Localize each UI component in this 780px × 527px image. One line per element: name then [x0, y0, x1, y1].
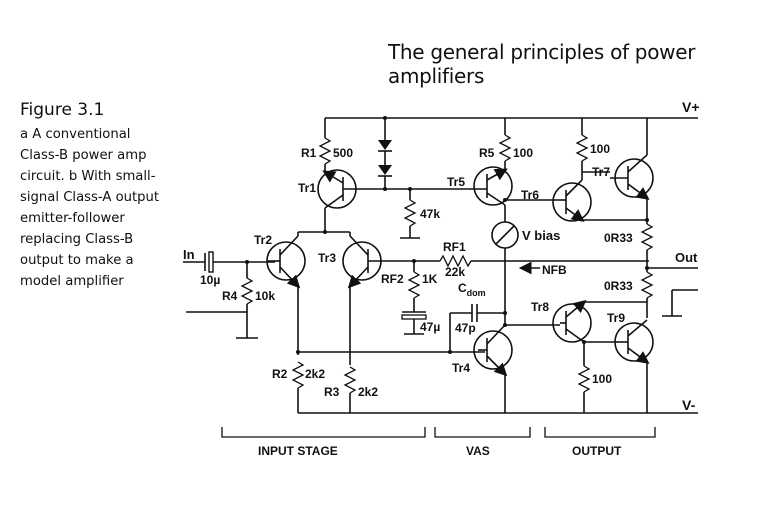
caption-line: replacing Class-B [20, 232, 134, 247]
tr8-transistor: Tr8 [503, 299, 647, 366]
r4-label: R4 [222, 289, 238, 303]
rf2-label: RF2 [381, 272, 404, 286]
c47p-value: 47p [455, 321, 476, 335]
figure-title: Figure 3.1 [20, 100, 105, 120]
diode-string [378, 116, 392, 191]
cin-value: 10µ [200, 273, 220, 287]
vplus-label: V+ [682, 99, 700, 115]
r100a-value: 100 [590, 142, 610, 156]
cdom-label: Cdom [458, 281, 486, 298]
tr6-transistor: Tr6 [503, 172, 592, 222]
caption-line: a A conventional [20, 127, 131, 142]
tr3-transistor: Tr3 [318, 235, 414, 289]
input-stage-label: INPUT STAGE [258, 444, 338, 458]
tr8-label: Tr8 [531, 300, 549, 314]
r0r33a-value: 0R33 [604, 231, 633, 245]
r5-resistor: R5 100 [479, 118, 533, 170]
tr9-transistor: Tr9 [607, 311, 654, 413]
tr6-label: Tr6 [521, 188, 539, 202]
tr2-label: Tr2 [254, 233, 272, 247]
output-stage-label: OUTPUT [572, 444, 622, 458]
caption-line: signal Class-A output [20, 190, 160, 205]
output-label: Out [675, 250, 698, 265]
rf1-resistor: RF1 22k NFB [412, 240, 649, 279]
r0r33b-resistor: 0R33 [604, 271, 698, 318]
c47u-value: 47µ [420, 320, 440, 334]
tr1-transistor: Tr1 [298, 169, 385, 232]
r3-label: R3 [324, 385, 340, 399]
tr1-label: Tr1 [298, 181, 316, 195]
tr4-label: Tr4 [452, 361, 470, 375]
tr3-label: Tr3 [318, 251, 336, 265]
tr4-transistor: Tr4 [452, 324, 513, 413]
tr5-label: Tr5 [447, 175, 465, 189]
vminus-rail: V- [298, 397, 698, 414]
r5-value: 100 [513, 146, 533, 160]
r1-resistor: R1 500 [301, 118, 353, 172]
vas-bracket: VAS [434, 427, 531, 458]
tr7-label: Tr7 [592, 165, 610, 179]
figure-caption: Figure 3.1 a A conventional Class-B powe… [20, 100, 190, 292]
rf1-label: RF1 [443, 240, 466, 254]
tr9-label: Tr9 [607, 311, 625, 325]
r47k-resistor: 47k [400, 187, 440, 239]
caption-line: emitter-follower [20, 211, 125, 226]
r1-value: 500 [333, 146, 353, 160]
r0r33b-value: 0R33 [604, 279, 633, 293]
caption-line: output to make a [20, 253, 134, 268]
r100a-resistor: 100 [575, 118, 610, 173]
r4-value: 10k [255, 289, 275, 303]
vminus-label: V- [682, 397, 696, 413]
vas-label: VAS [466, 444, 490, 458]
input-label: In [183, 247, 195, 262]
r2-label: R2 [272, 367, 288, 381]
r5-label: R5 [479, 146, 495, 160]
vbias-label: V bias [522, 228, 560, 243]
rf1-value: 22k [445, 265, 465, 279]
nfb-label: NFB [542, 263, 567, 277]
r100b-resistor: 100 [577, 365, 612, 413]
vplus-rail: V+ [325, 99, 700, 119]
r0r33a-resistor: 0R33 [604, 220, 654, 262]
cdom-capacitor: Cdom 47p [449, 281, 507, 352]
r2-value: 2k2 [305, 367, 325, 381]
c47u-capacitor: 47µ [401, 311, 440, 335]
input-node: In 10µ R4 10k [183, 247, 275, 339]
caption-line: model amplifier [20, 274, 124, 289]
output-node: Out [645, 250, 698, 272]
output-stage-bracket: OUTPUT [544, 427, 656, 458]
caption-line: circuit. b With small- [20, 169, 156, 184]
tr7-transistor: Tr7 [582, 118, 654, 222]
rf2-resistor: RF2 1K [381, 261, 438, 312]
r1-label: R1 [301, 146, 317, 160]
rf2-value: 1K [422, 272, 438, 286]
tr2-transistor: Tr2 [254, 233, 306, 289]
page-header: The general principles of power amplifie… [388, 40, 696, 88]
caption-line: Class-B power amp [20, 148, 147, 163]
r100b-value: 100 [592, 372, 612, 386]
r3-value: 2k2 [358, 385, 378, 399]
r47k-value: 47k [420, 207, 440, 221]
input-stage-wiring: R2 2k2 R3 2k2 [272, 230, 485, 413]
input-stage-bracket: INPUT STAGE [221, 427, 426, 458]
tr5-transistor: Tr5 [385, 166, 513, 206]
